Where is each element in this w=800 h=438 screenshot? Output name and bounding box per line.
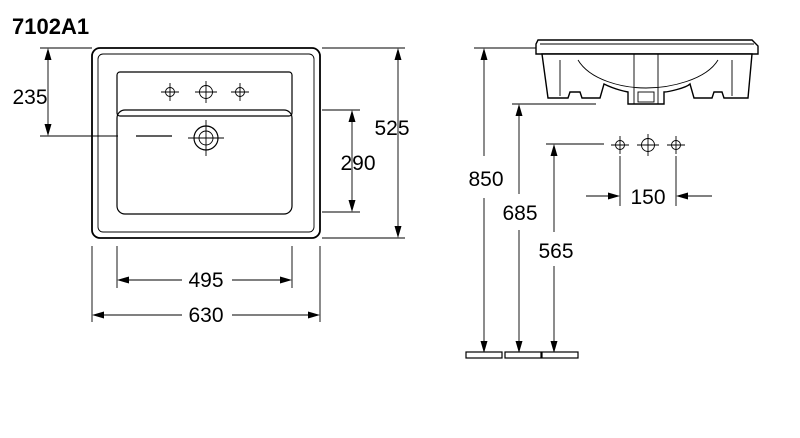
basin-outer-rim (91, 47, 321, 239)
dimension-label-565: 565 (538, 240, 573, 263)
dimension-850: 850 (468, 47, 536, 353)
tap-hole-crosshair-icon (161, 83, 179, 101)
dimension-150: 150 (586, 156, 712, 209)
dimension-235: 235 (12, 47, 118, 137)
basin-inner-rim (97, 53, 315, 233)
floor-pad (541, 351, 579, 359)
dimension-290: 290 (322, 109, 376, 213)
dimension-label-525: 525 (374, 117, 409, 140)
basin-side-view (535, 39, 759, 105)
floor-pad (504, 351, 542, 359)
dimension-630: 630 (91, 246, 321, 327)
dimension-565: 565 (538, 143, 604, 353)
floor-pad (465, 351, 503, 359)
model-number: 7102A1 (12, 14, 89, 39)
basin-rim-section (535, 39, 759, 55)
tap-hole-crosshair-icon (637, 134, 659, 156)
dimension-label-850: 850 (468, 168, 503, 191)
basin-top-view (91, 47, 321, 239)
dimension-label-630: 630 (188, 304, 223, 327)
tap-hole-crosshair-icon (231, 83, 249, 101)
dimension-685: 685 (502, 103, 596, 353)
drain-icon (188, 120, 224, 156)
dimension-label-290: 290 (340, 152, 375, 175)
tap-hole-crosshair-icon (195, 81, 217, 103)
dimension-495: 495 (116, 246, 293, 292)
dimension-label-495: 495 (188, 269, 223, 292)
tap-hole-crosshair-icon (667, 136, 685, 154)
dimension-label-685: 685 (502, 202, 537, 225)
tap-deck (116, 71, 293, 117)
tap-hole-crosshair-icon (611, 136, 629, 154)
basin-bowl (116, 109, 293, 215)
bowl-curve (577, 59, 719, 89)
basin-body-section (541, 53, 753, 105)
dimension-label-150: 150 (630, 186, 665, 209)
dimension-525: 525 (322, 47, 410, 239)
dimension-label-235: 235 (12, 86, 47, 109)
